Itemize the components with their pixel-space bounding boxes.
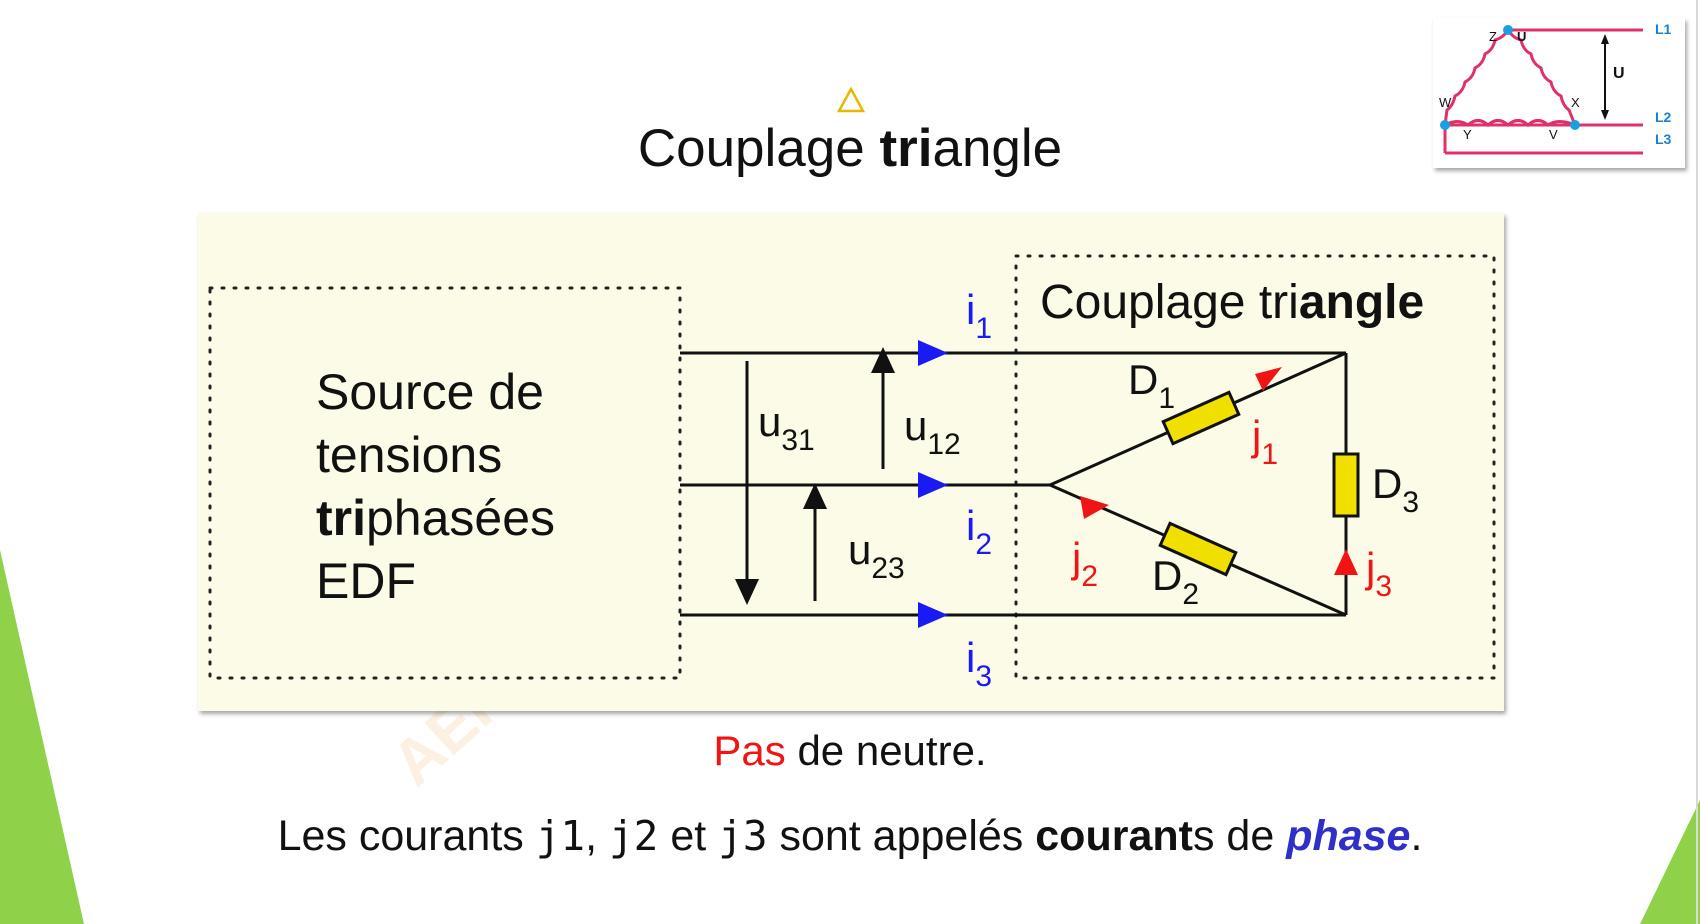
label-i3: i3 [966, 634, 993, 693]
label-u23: u23 [848, 526, 905, 585]
label-u12: u12 [904, 402, 961, 461]
triangle-symbol-icon [836, 86, 866, 113]
load-box [1014, 254, 1496, 680]
label-d2: D2 [1152, 552, 1200, 611]
thumb-label-u-voltage: U [1613, 65, 1625, 82]
arrow-i1 [918, 340, 948, 366]
thumb-label-v: V [1549, 127, 1558, 142]
label-j3: j3 [1366, 544, 1393, 603]
label-d3: D3 [1372, 460, 1420, 519]
arrow-i3 [918, 602, 948, 628]
load-label: Couplage triangle [1040, 276, 1425, 329]
circuit-wiring [208, 254, 1496, 680]
source-box [208, 286, 682, 680]
thumb-label-l3: L3 [1655, 131, 1672, 147]
circuit-diagram: Source de tensions triphasées EDF Coupla… [198, 213, 1504, 711]
thumb-label-l1: L1 [1655, 21, 1672, 37]
label-d1: D1 [1128, 356, 1176, 415]
thumb-label-y: Y [1463, 127, 1472, 142]
resistor-d3 [1332, 452, 1360, 518]
resistor-d1 [1161, 390, 1241, 446]
resistor-d2 [1158, 521, 1238, 577]
page-title: Couplage triangle [637, 119, 1063, 178]
thumb-label-z: Z [1489, 29, 1497, 44]
arrow-j2 [1080, 496, 1109, 519]
thumbnail-wiring [1440, 25, 1643, 155]
label-i1: i1 [966, 286, 993, 345]
arrow-j1 [1255, 367, 1282, 391]
label-j1: j1 [1252, 412, 1279, 471]
arrow-i2 [918, 472, 948, 498]
phase-currents-text: Les courants j1, j2 et j3 sont appelés c… [277, 812, 1423, 860]
label-i2: i2 [966, 502, 993, 561]
thumb-label-w: W [1439, 95, 1452, 110]
label-j2: j2 [1072, 534, 1099, 593]
thumb-label-u-node: U [1517, 29, 1527, 44]
arrow-j3 [1334, 549, 1358, 575]
thumb-label-x: X [1571, 95, 1580, 110]
no-neutral-text: Pas de neutre. [713, 727, 987, 774]
label-u31: u31 [758, 398, 815, 457]
source-label: Source de tensions triphasées EDF [316, 364, 556, 609]
thumb-label-l2: L2 [1655, 109, 1672, 125]
thumbnail-diagram: L1 L2 L3 Z U W X Y V U [1433, 18, 1685, 168]
